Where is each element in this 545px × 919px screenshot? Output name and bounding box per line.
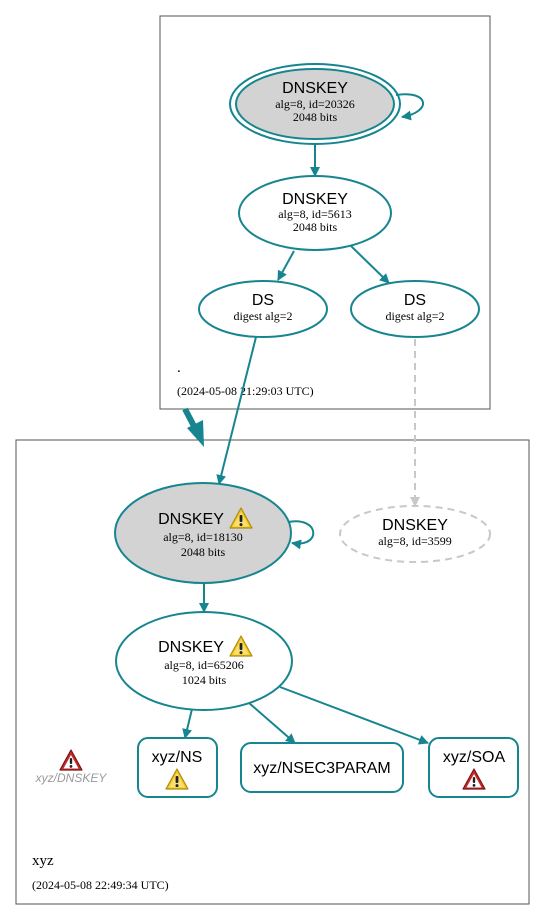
node-key-size: 2048 bits bbox=[181, 545, 226, 559]
node-title: DNSKEY bbox=[158, 511, 224, 528]
node-title: DNSKEY bbox=[158, 639, 224, 656]
node-ds-a[interactable]: DS digest alg=2 bbox=[198, 280, 328, 338]
edge-root-zsk-to-ds-a bbox=[277, 250, 295, 281]
node-key-size: 2048 bits bbox=[293, 110, 338, 124]
edges bbox=[182, 93, 429, 745]
node-rrset-ns[interactable]: xyz/NS bbox=[137, 737, 218, 798]
node-title: DS bbox=[404, 292, 426, 309]
node-key-info: alg=8, id=5613 bbox=[278, 207, 352, 221]
edge-root-zsk-to-ds-b bbox=[350, 245, 390, 284]
error-icon bbox=[59, 749, 83, 771]
zone-root-timestamp: (2024-05-08 21:29:03 UTC) bbox=[177, 384, 314, 398]
node-title: xyz/NSEC3PARAM bbox=[253, 760, 391, 777]
node-rrset-soa[interactable]: xyz/SOA bbox=[428, 737, 519, 798]
node-root-ksk[interactable]: DNSKEY alg=8, id=20326 2048 bits bbox=[229, 63, 401, 145]
node-ds-b[interactable]: DS digest alg=2 bbox=[350, 280, 480, 338]
edge-root-ksk-self bbox=[395, 93, 424, 121]
zone-xyz-name: xyz bbox=[32, 853, 54, 869]
node-xyz-missing-dnskey[interactable]: DNSKEY alg=8, id=3599 bbox=[339, 505, 491, 563]
node-title: DS bbox=[252, 292, 274, 309]
node-title: DNSKEY bbox=[382, 517, 448, 534]
node-xyz-zsk[interactable]: DNSKEY alg=8, id=65206 1024 bits bbox=[115, 611, 293, 711]
zone-xyz-timestamp: (2024-05-08 22:49:34 UTC) bbox=[32, 878, 169, 892]
zone-root-box bbox=[159, 15, 491, 410]
node-rrset-nsec3param[interactable]: xyz/NSEC3PARAM bbox=[240, 742, 404, 793]
edge-xyz-zsk-to-soa bbox=[279, 686, 429, 745]
edge-xyz-zsk-to-nsec3param bbox=[248, 702, 296, 744]
node-root-zsk[interactable]: DNSKEY alg=8, id=5613 2048 bits bbox=[238, 175, 392, 251]
zone-xyz-box bbox=[15, 439, 530, 905]
zone-root: . (2024-05-08 21:29:03 UTC) bbox=[159, 15, 491, 410]
node-digest-info: digest alg=2 bbox=[385, 309, 444, 323]
node-key-size: 2048 bits bbox=[293, 220, 338, 234]
node-key-info: alg=8, id=65206 bbox=[164, 658, 244, 672]
node-title: xyz/NS bbox=[152, 749, 203, 766]
node-key-size: 1024 bits bbox=[182, 673, 227, 687]
delegation-arrow-head bbox=[187, 420, 204, 447]
node-digest-info: digest alg=2 bbox=[233, 309, 292, 323]
node-key-info: alg=8, id=3599 bbox=[378, 534, 452, 548]
node-title: xyz/DNSKEY bbox=[35, 771, 108, 785]
node-xyz-ksk[interactable]: DNSKEY alg=8, id=18130 2048 bits bbox=[114, 482, 292, 584]
edge-ds-a-to-xyz-ksk bbox=[216, 336, 257, 485]
node-title: xyz/SOA bbox=[443, 749, 506, 766]
edge-xyz-ksk-self bbox=[287, 520, 315, 550]
node-ghost-dnskey[interactable]: xyz/DNSKEY bbox=[35, 749, 108, 785]
zone-root-name: . bbox=[177, 360, 181, 376]
node-key-info: alg=8, id=18130 bbox=[163, 530, 243, 544]
zone-xyz: xyz (2024-05-08 22:49:34 UTC) bbox=[15, 439, 530, 905]
node-key-info: alg=8, id=20326 bbox=[275, 97, 355, 111]
edge-xyz-zsk-to-ns bbox=[182, 708, 193, 739]
node-title: DNSKEY bbox=[282, 80, 348, 97]
node-title: DNSKEY bbox=[282, 191, 348, 208]
